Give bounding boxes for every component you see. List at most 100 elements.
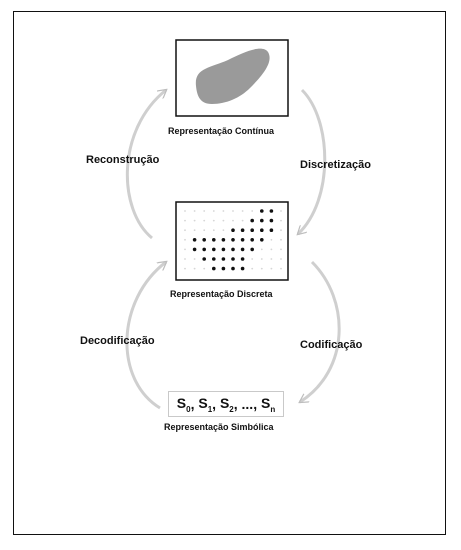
empty-sample-dot	[270, 258, 273, 260]
empty-sample-dot	[193, 267, 196, 270]
sample-dot	[212, 266, 216, 271]
sample-dot	[269, 228, 274, 232]
sample-dot	[240, 228, 245, 232]
sample-dot	[250, 228, 254, 232]
empty-sample-dot	[184, 258, 186, 260]
symbol-2: S2	[219, 394, 234, 414]
sample-dot	[250, 247, 254, 252]
symbolic-sequence: S0, S1, S2, ..., Sn	[168, 391, 284, 417]
symbol-ellipsis: ...	[241, 396, 254, 412]
sample-dot	[260, 238, 264, 242]
sample-dot	[192, 247, 197, 252]
empty-sample-dot	[203, 210, 206, 212]
empty-sample-dot	[280, 229, 282, 232]
empty-sample-dot	[241, 219, 244, 222]
sample-dot	[221, 247, 226, 252]
sample-dot	[202, 257, 206, 261]
sample-dot	[221, 257, 226, 261]
empty-sample-dot	[212, 229, 215, 232]
symbol-1: S1	[198, 394, 213, 414]
discrete-representation-box	[175, 201, 289, 281]
sample-dot	[212, 257, 216, 261]
sample-dot	[202, 247, 206, 252]
sample-dot	[260, 209, 264, 213]
empty-sample-dot	[280, 267, 282, 270]
empty-sample-dot	[212, 210, 215, 212]
sample-dot	[192, 238, 197, 242]
decoding-label: Decodificação	[80, 335, 155, 347]
sample-dot	[260, 218, 264, 223]
discretization-label: Discretização	[300, 159, 371, 171]
empty-sample-dot	[280, 238, 282, 241]
empty-sample-dot	[203, 219, 206, 222]
sample-dot	[240, 238, 245, 242]
figure-frame	[13, 11, 446, 535]
coding-arrow	[300, 260, 341, 404]
sample-dot	[250, 218, 254, 223]
discretization-arrow	[298, 88, 327, 234]
empty-sample-dot	[260, 267, 263, 270]
empty-sample-dot	[270, 267, 273, 270]
empty-sample-dot	[280, 210, 282, 212]
empty-sample-dot	[251, 210, 254, 212]
empty-sample-dot	[184, 248, 186, 251]
sample-dot	[212, 247, 216, 252]
empty-sample-dot	[222, 210, 225, 212]
empty-sample-dot	[280, 248, 282, 251]
empty-sample-dot	[212, 219, 215, 222]
sample-dot	[202, 238, 206, 242]
empty-sample-dot	[232, 210, 234, 212]
sample-dot	[212, 238, 216, 242]
empty-sample-dot	[222, 219, 225, 222]
empty-sample-dot	[270, 238, 273, 241]
sample-dot	[221, 238, 226, 242]
empty-sample-dot	[193, 258, 196, 260]
empty-sample-dot	[260, 258, 263, 260]
decoding-arrow	[125, 262, 166, 410]
symbolic-representation-label: Representação Simbólica	[164, 422, 274, 432]
coding-label: Codificação	[300, 339, 363, 351]
sample-dot	[231, 247, 235, 252]
empty-sample-dot	[193, 210, 196, 212]
sample-dot	[269, 218, 274, 223]
sample-dot	[250, 238, 254, 242]
empty-sample-dot	[241, 210, 244, 212]
empty-sample-dot	[251, 258, 254, 260]
sample-dot	[240, 257, 245, 261]
sample-dot	[260, 228, 264, 232]
continuous-representation-box	[175, 39, 289, 117]
empty-sample-dot	[260, 248, 263, 251]
empty-sample-dot	[193, 229, 196, 232]
sample-dot	[231, 238, 235, 242]
sample-dot	[231, 257, 235, 261]
empty-sample-dot	[222, 229, 225, 232]
empty-sample-dot	[203, 267, 206, 270]
sample-dot	[240, 247, 245, 252]
empty-sample-dot	[251, 267, 254, 270]
discrete-representation-label: Representação Discreta	[170, 289, 273, 299]
symbol-0: S0	[176, 394, 191, 414]
empty-sample-dot	[184, 219, 186, 222]
empty-sample-dot	[280, 219, 282, 222]
sample-dot	[231, 266, 235, 271]
reconstruction-arrow	[125, 90, 166, 240]
symbol-n: Sn	[260, 394, 276, 414]
empty-sample-dot	[270, 248, 273, 251]
sample-dot	[231, 228, 235, 232]
sample-dot	[269, 209, 274, 213]
continuous-blob	[195, 48, 270, 104]
reconstruction-label: Reconstrução	[86, 154, 160, 166]
empty-sample-dot	[203, 229, 206, 232]
empty-sample-dot	[280, 258, 282, 260]
discrete-sample-grid	[184, 209, 282, 271]
empty-sample-dot	[232, 219, 234, 222]
empty-sample-dot	[193, 219, 196, 222]
empty-sample-dot	[184, 210, 186, 212]
empty-sample-dot	[184, 229, 186, 232]
sample-dot	[221, 266, 226, 271]
empty-sample-dot	[184, 238, 186, 241]
continuous-representation-label: Representação Contínua	[168, 126, 275, 136]
empty-sample-dot	[184, 267, 186, 270]
sample-dot	[240, 266, 245, 271]
